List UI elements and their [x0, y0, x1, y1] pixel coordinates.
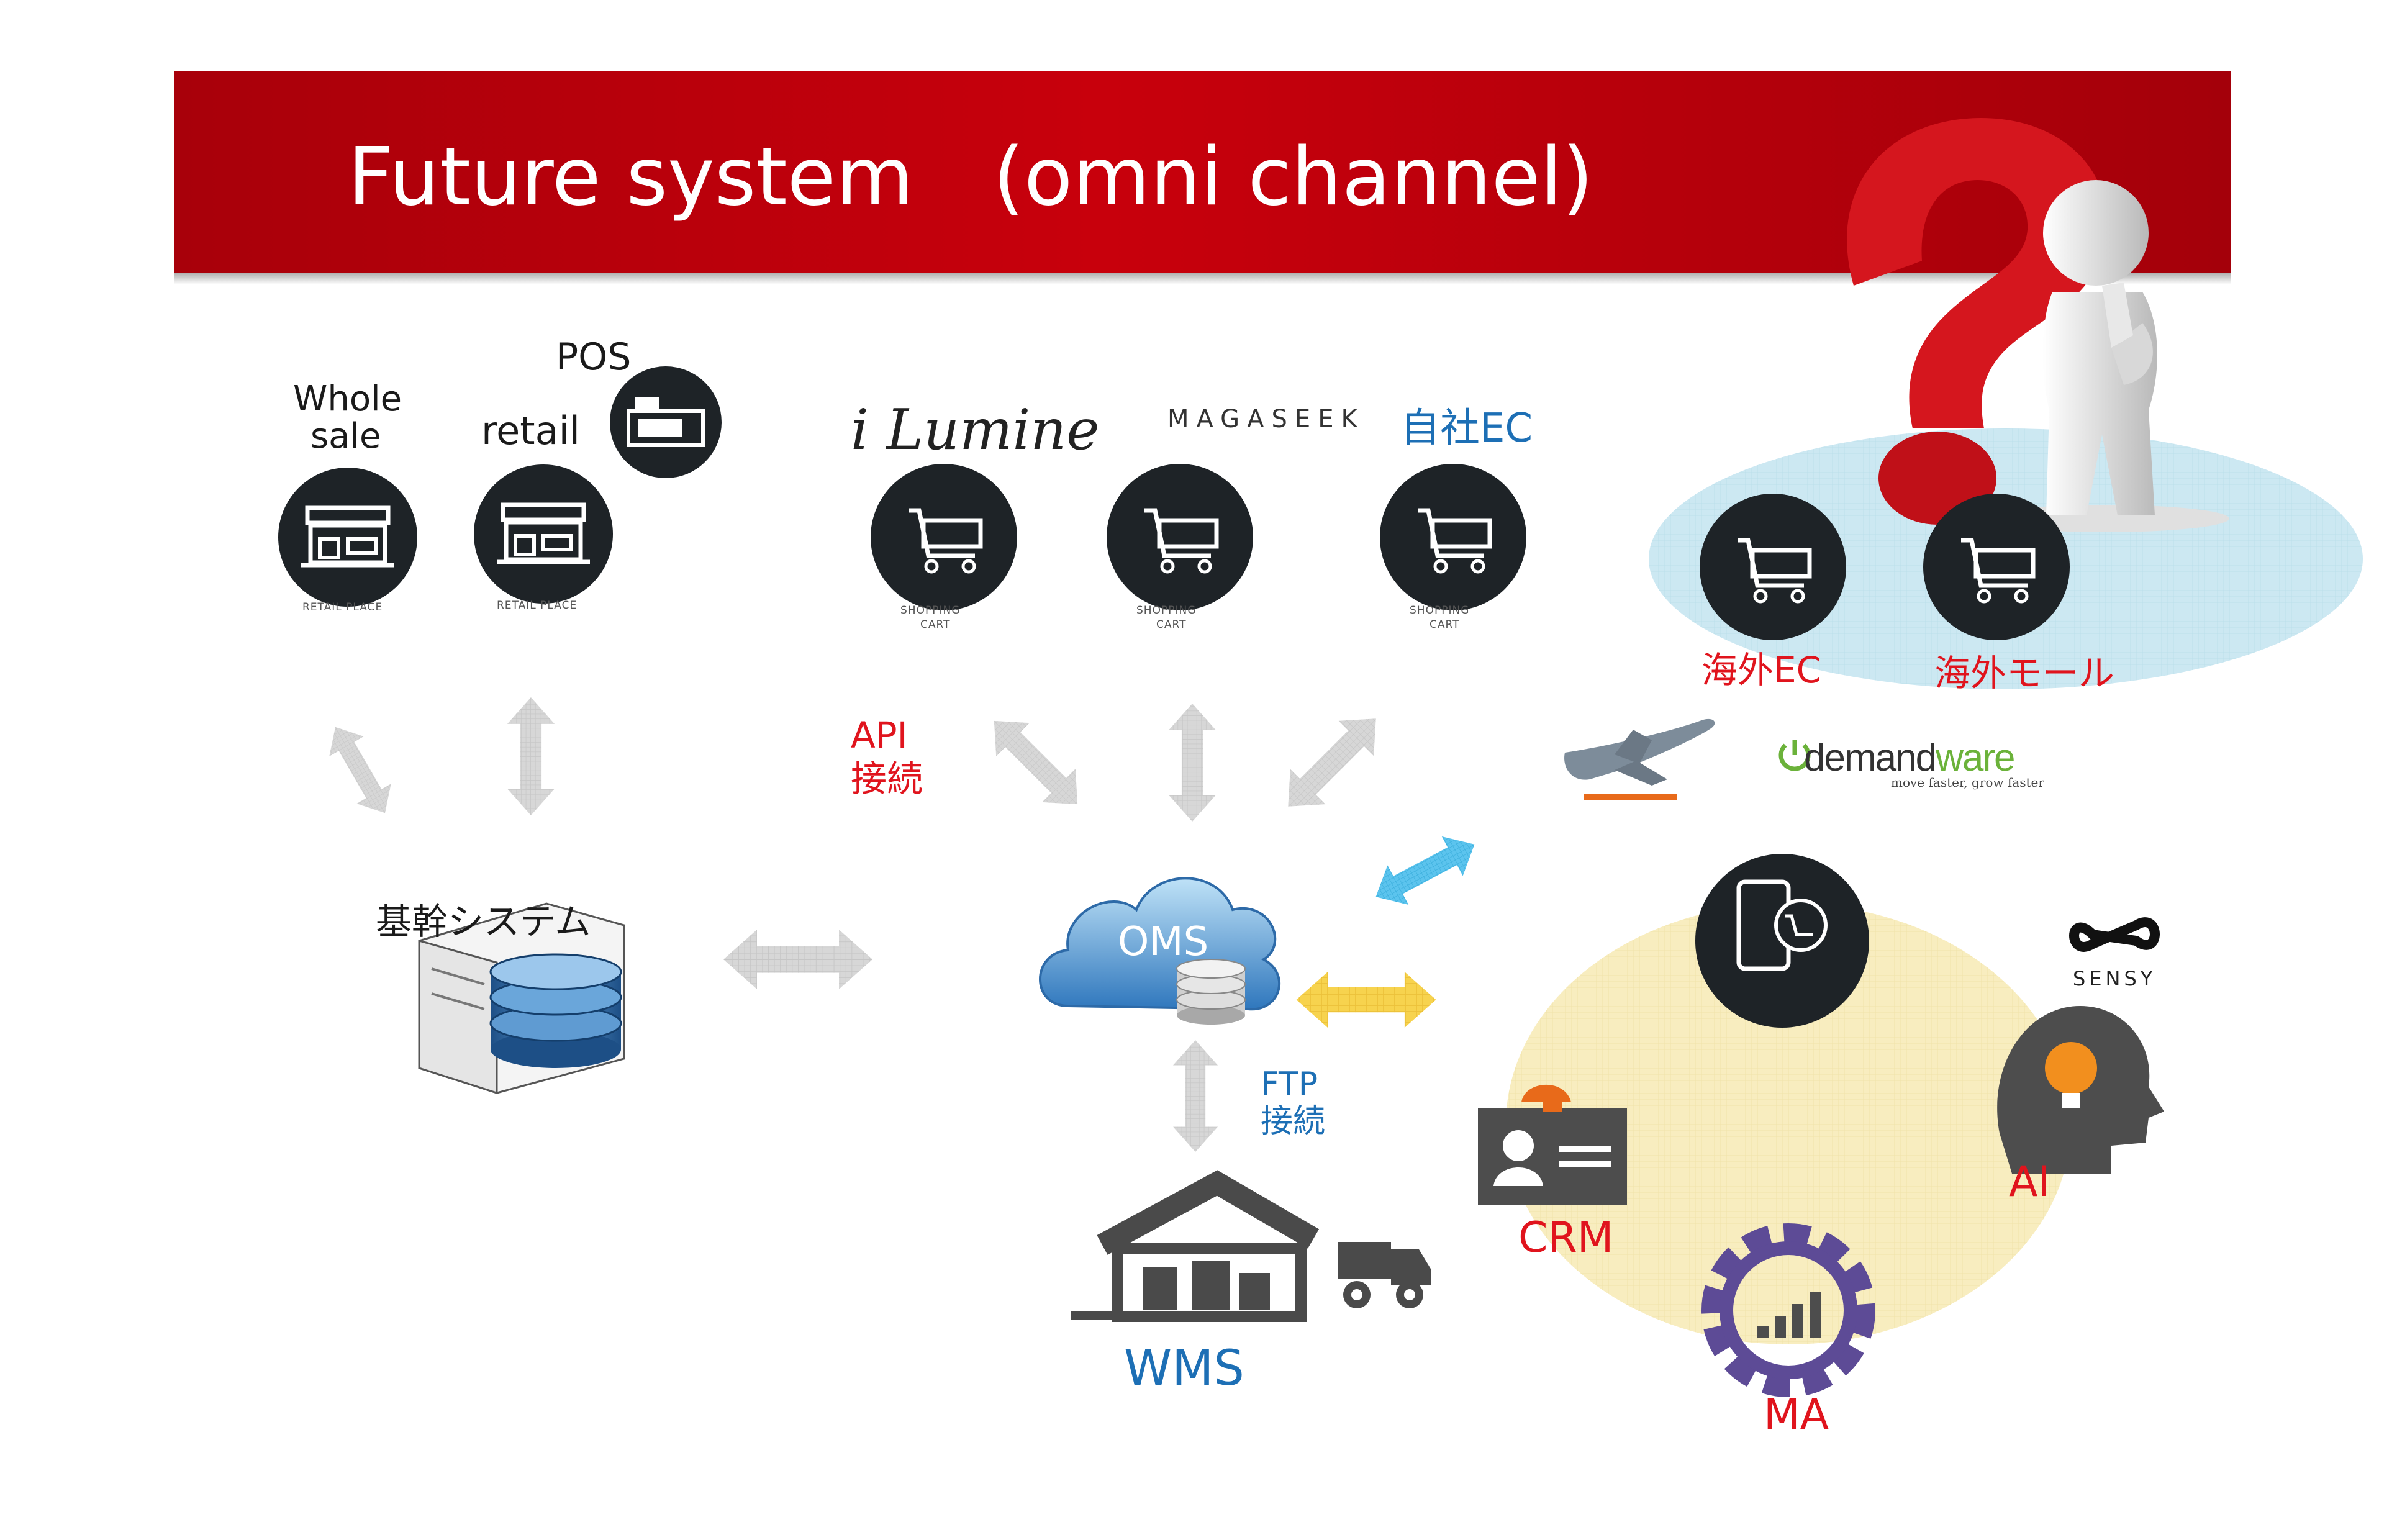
kikan-system-label: 基幹システム [376, 900, 591, 943]
overseas-arrow [1365, 824, 1485, 917]
wholesale-label: Whole [293, 379, 402, 419]
shopping-cart-icon [1700, 494, 1846, 640]
wholesale-label: sale [310, 416, 381, 456]
gear-chart-icon [1701, 1223, 1875, 1397]
api-label: API [851, 714, 908, 756]
airplane-icon [1564, 718, 1715, 800]
shopping-cart-caption: SHOPPING [1410, 604, 1470, 617]
overseas-ec-label: 海外EC [1701, 649, 1822, 691]
ftp-label: FTP [1261, 1066, 1318, 1103]
crm-label: CRM [1518, 1213, 1614, 1262]
store-icon [474, 464, 613, 604]
shopping-cart-caption: CART [1156, 618, 1187, 631]
pos-label: POS [556, 335, 632, 379]
shopping-cart-caption: CART [1430, 618, 1460, 631]
marketing-arrow [1296, 972, 1436, 1028]
marketing-area [1506, 904, 2071, 1344]
ftp-label: 接続 [1261, 1103, 1326, 1140]
demandware-logo-part: demand [1804, 736, 1937, 779]
demandware-logo: demandware [1804, 736, 2015, 780]
wms-label: WMS [1124, 1341, 1244, 1397]
shopping-cart-icon [1923, 494, 2070, 640]
api-arrow [1271, 701, 1393, 824]
kikan-oms-arrow [723, 930, 872, 989]
id-card-icon [1478, 1084, 1627, 1205]
magaseek-logo: MAGASEEK [1167, 405, 1365, 433]
head-bulb-icon [1997, 1006, 2164, 1174]
sync-arrow [507, 697, 555, 815]
oms-label: OMS [1118, 919, 1209, 965]
cash-register-icon [610, 366, 722, 478]
sync-arrow [318, 717, 402, 823]
retail-place-caption: RETAIL PLACE [302, 601, 383, 614]
power-icon [1778, 740, 1811, 771]
warehouse-icon [1071, 1170, 1320, 1322]
demandware-logo-part: ware [1936, 736, 2015, 779]
api-arrow [1169, 704, 1216, 822]
page-title: Future system (omni channel) [348, 131, 1593, 224]
retail-label: retail [481, 408, 581, 453]
retail-place-caption: RETAIL PLACE [497, 599, 578, 612]
ilumine-logo: i Lumine [851, 397, 1100, 463]
shopping-cart-icon [1380, 464, 1526, 610]
shopping-cart-icon [1107, 464, 1253, 610]
sensy-logo-icon [2069, 917, 2160, 952]
database-icon [1176, 959, 1246, 1025]
ma-label: MA [1764, 1390, 1829, 1439]
store-icon [278, 468, 417, 607]
database-icon [489, 953, 622, 1068]
api-label: 接続 [851, 758, 923, 800]
shopping-cart-icon [871, 464, 1017, 610]
api-arrow [977, 704, 1095, 822]
sensy-logo: SENSY [2073, 967, 2157, 990]
ftp-arrow [1173, 1040, 1218, 1152]
shopping-cart-caption: SHOPPING [900, 604, 961, 617]
truck-icon [1338, 1242, 1431, 1308]
jisha-ec-label: 自社EC [1400, 405, 1533, 451]
shopping-cart-caption: CART [920, 618, 951, 631]
demandware-tagline: move faster, grow faster [1891, 775, 2044, 790]
overseas-mall-label: 海外モール [1934, 652, 2115, 694]
ai-label: AI [2009, 1157, 2050, 1207]
shopping-cart-caption: SHOPPING [1136, 604, 1197, 617]
mobile-cart-icon [1695, 854, 1869, 1028]
